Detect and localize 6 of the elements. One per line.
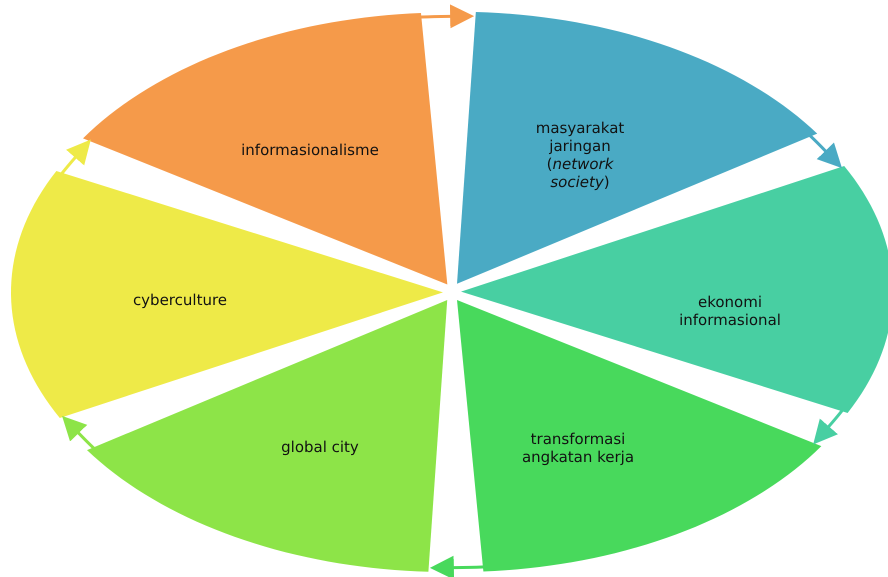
segment-label: informasionalisme [240,140,380,159]
segment-label: global city [280,438,360,456]
segment-label: ekonomi informasional [678,292,782,329]
segment-label: transformasi angkatan kerja [520,430,636,466]
segment-label: masyarakat jaringan (network society) [534,118,626,191]
segment-label: cyberculture [132,290,228,309]
